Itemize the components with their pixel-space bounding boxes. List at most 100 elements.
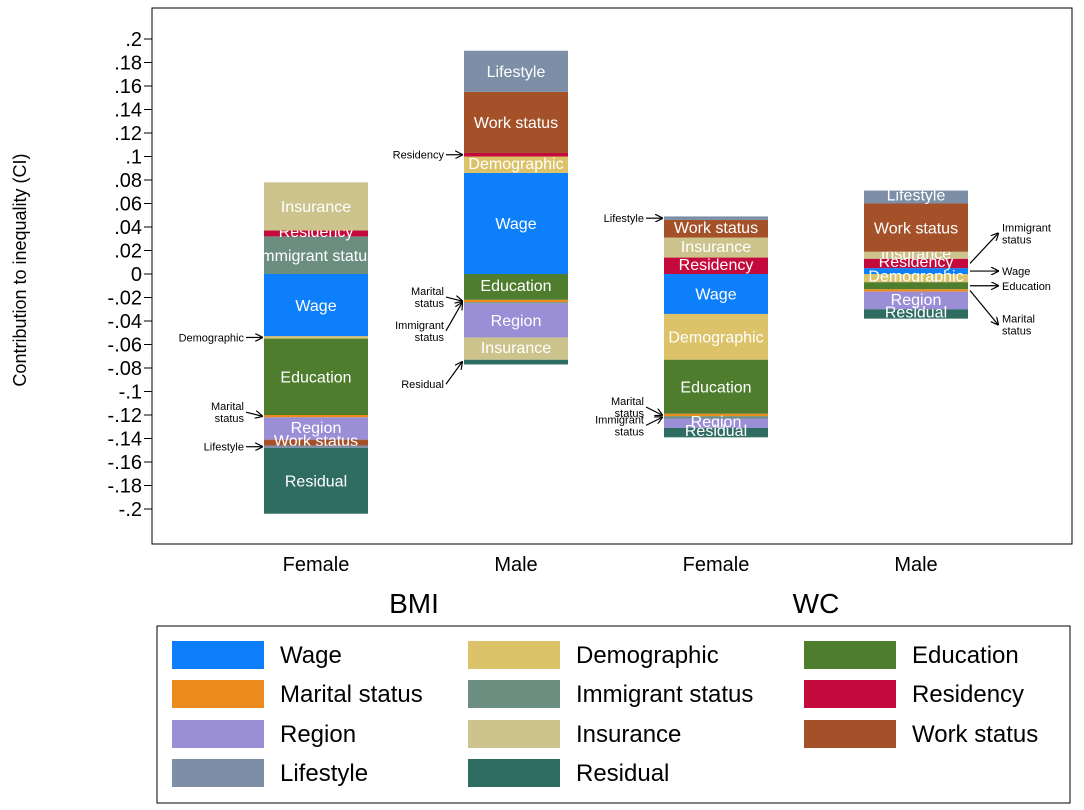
y-tick-label: -.08 [108, 358, 142, 380]
bar-segment-label: Work status [674, 220, 758, 237]
y-tick-label: .06 [114, 194, 142, 216]
bar-segment-region [864, 291, 968, 310]
bar-segment-label: Region [691, 414, 742, 431]
callout-arrow [969, 233, 998, 264]
legend-label: Marital status [280, 681, 423, 708]
callout-label: Demographic [179, 332, 245, 344]
bar-segment-label: Insurance [681, 239, 751, 256]
y-tick-label: 0 [131, 264, 142, 286]
y-tick-label: .14 [114, 100, 142, 122]
bar-segment-demographic [664, 313, 768, 360]
callout-label: Immigrant [1002, 222, 1051, 234]
bar-segment-label: Region [491, 313, 542, 330]
bar-segment-demographic [264, 336, 368, 339]
legend-swatch-residency [804, 680, 896, 708]
x-category-label: Male [894, 554, 937, 576]
y-tick-label: .1 [125, 147, 142, 169]
callout-label: Residual [401, 379, 444, 391]
legend-label: Demographic [576, 642, 719, 669]
callout-arrow [445, 303, 462, 332]
legend-label: Residency [912, 681, 1024, 708]
bar-segment-lifestyle [664, 216, 768, 220]
bar-segment-immigrant-status [464, 302, 568, 304]
callout-label: status [1002, 325, 1032, 337]
callout-label: status [415, 298, 445, 310]
bar-segment-label: Residual [685, 423, 747, 440]
bar-segment-marital-status [864, 289, 968, 292]
callout-label: Immigrant [595, 414, 644, 426]
bar-segment-label: Demographic [468, 156, 563, 173]
callout-label: Marital [411, 286, 444, 298]
bar-segment-residual [864, 309, 968, 319]
bar-segment-demographic [864, 274, 968, 283]
bar-segment-demographic [464, 156, 568, 173]
bar-segment-wage [464, 172, 568, 274]
y-tick-label: -.18 [108, 476, 142, 498]
y-tick-label: -.04 [108, 311, 142, 333]
bar-segment-region [464, 303, 568, 338]
bar-segment-label: Demographic [668, 330, 763, 347]
legend-swatch-region [172, 720, 264, 748]
callout-arrow [645, 417, 662, 426]
bar-segment-education [464, 274, 568, 300]
bar-segment-immigrant-status [264, 236, 368, 274]
y-tick-label: .2 [125, 29, 142, 51]
bar-segment-marital-status [464, 299, 568, 303]
y-tick-label: .08 [114, 170, 142, 192]
y-tick-label: -.06 [108, 335, 142, 357]
bar-segment-residual [664, 427, 768, 438]
bar-segment-label: Region [891, 292, 942, 309]
bar-segment-insurance [664, 237, 768, 258]
legend-swatch-insurance [468, 720, 560, 748]
callout-arrow [645, 406, 662, 415]
bar-segment-education [864, 282, 968, 290]
bar-segment-lifestyle [264, 445, 368, 448]
bar-segment-region [664, 418, 768, 428]
bar-segment-insurance [864, 251, 968, 259]
y-axis-label: Contribution to inequality (CI) [10, 153, 30, 386]
legend-box [156, 625, 1071, 804]
legend-swatch-wage [172, 641, 264, 669]
bar-segment-work-status [664, 219, 768, 238]
bar-segment-work-status [464, 91, 568, 153]
bar-segment-residual [464, 359, 568, 365]
legend-label: Region [280, 721, 356, 748]
y-tick-label: -.02 [108, 288, 142, 310]
bar-segment-label: Wage [695, 287, 736, 304]
legend-label: Insurance [576, 721, 681, 748]
bar-segment-label: Lifestyle [887, 188, 946, 205]
bar-segment-wage [664, 274, 768, 314]
bar-segment-education [264, 338, 368, 415]
callout-label: Marital [1002, 313, 1035, 325]
callout-label: Marital [611, 396, 644, 408]
bar-segment-lifestyle [864, 190, 968, 204]
y-tick-label: .12 [114, 123, 142, 145]
bar-segment-work-status [264, 439, 368, 446]
legend-swatch-marital-status [172, 680, 264, 708]
y-axis: .2.18.16.14.12.1.08.06.04.020-.02-.04-.0… [10, 29, 152, 521]
callout-arrow [969, 290, 998, 324]
y-tick-label: .16 [114, 76, 142, 98]
bars: Immigrant statusResidencyInsuranceWageEd… [257, 50, 968, 514]
x-category-label: Female [683, 554, 750, 576]
bar-segment-region [264, 417, 368, 440]
bar-segment-label: Residency [679, 257, 754, 274]
y-tick-label: .02 [114, 241, 142, 263]
bar-segment-label: Work status [874, 220, 958, 237]
bar-segment-label: Wage [495, 216, 536, 233]
callout-label: status [615, 426, 645, 438]
y-tick-label: -.1 [119, 382, 142, 404]
callout-label: Immigrant [395, 320, 444, 332]
bar-segment-insurance [264, 182, 368, 231]
bar-segment-immigrant-status [664, 416, 768, 419]
callout-label: Residency [393, 150, 445, 162]
bar-segment-label: Lifestyle [487, 64, 546, 81]
x-group-label: BMI [389, 588, 439, 619]
legend-swatch-lifestyle [172, 759, 264, 787]
bar-segment-label: Education [280, 370, 351, 387]
bar-segment-work-status [864, 203, 968, 252]
bar-segment-residency [664, 257, 768, 274]
bar-segment-residency [464, 152, 568, 157]
